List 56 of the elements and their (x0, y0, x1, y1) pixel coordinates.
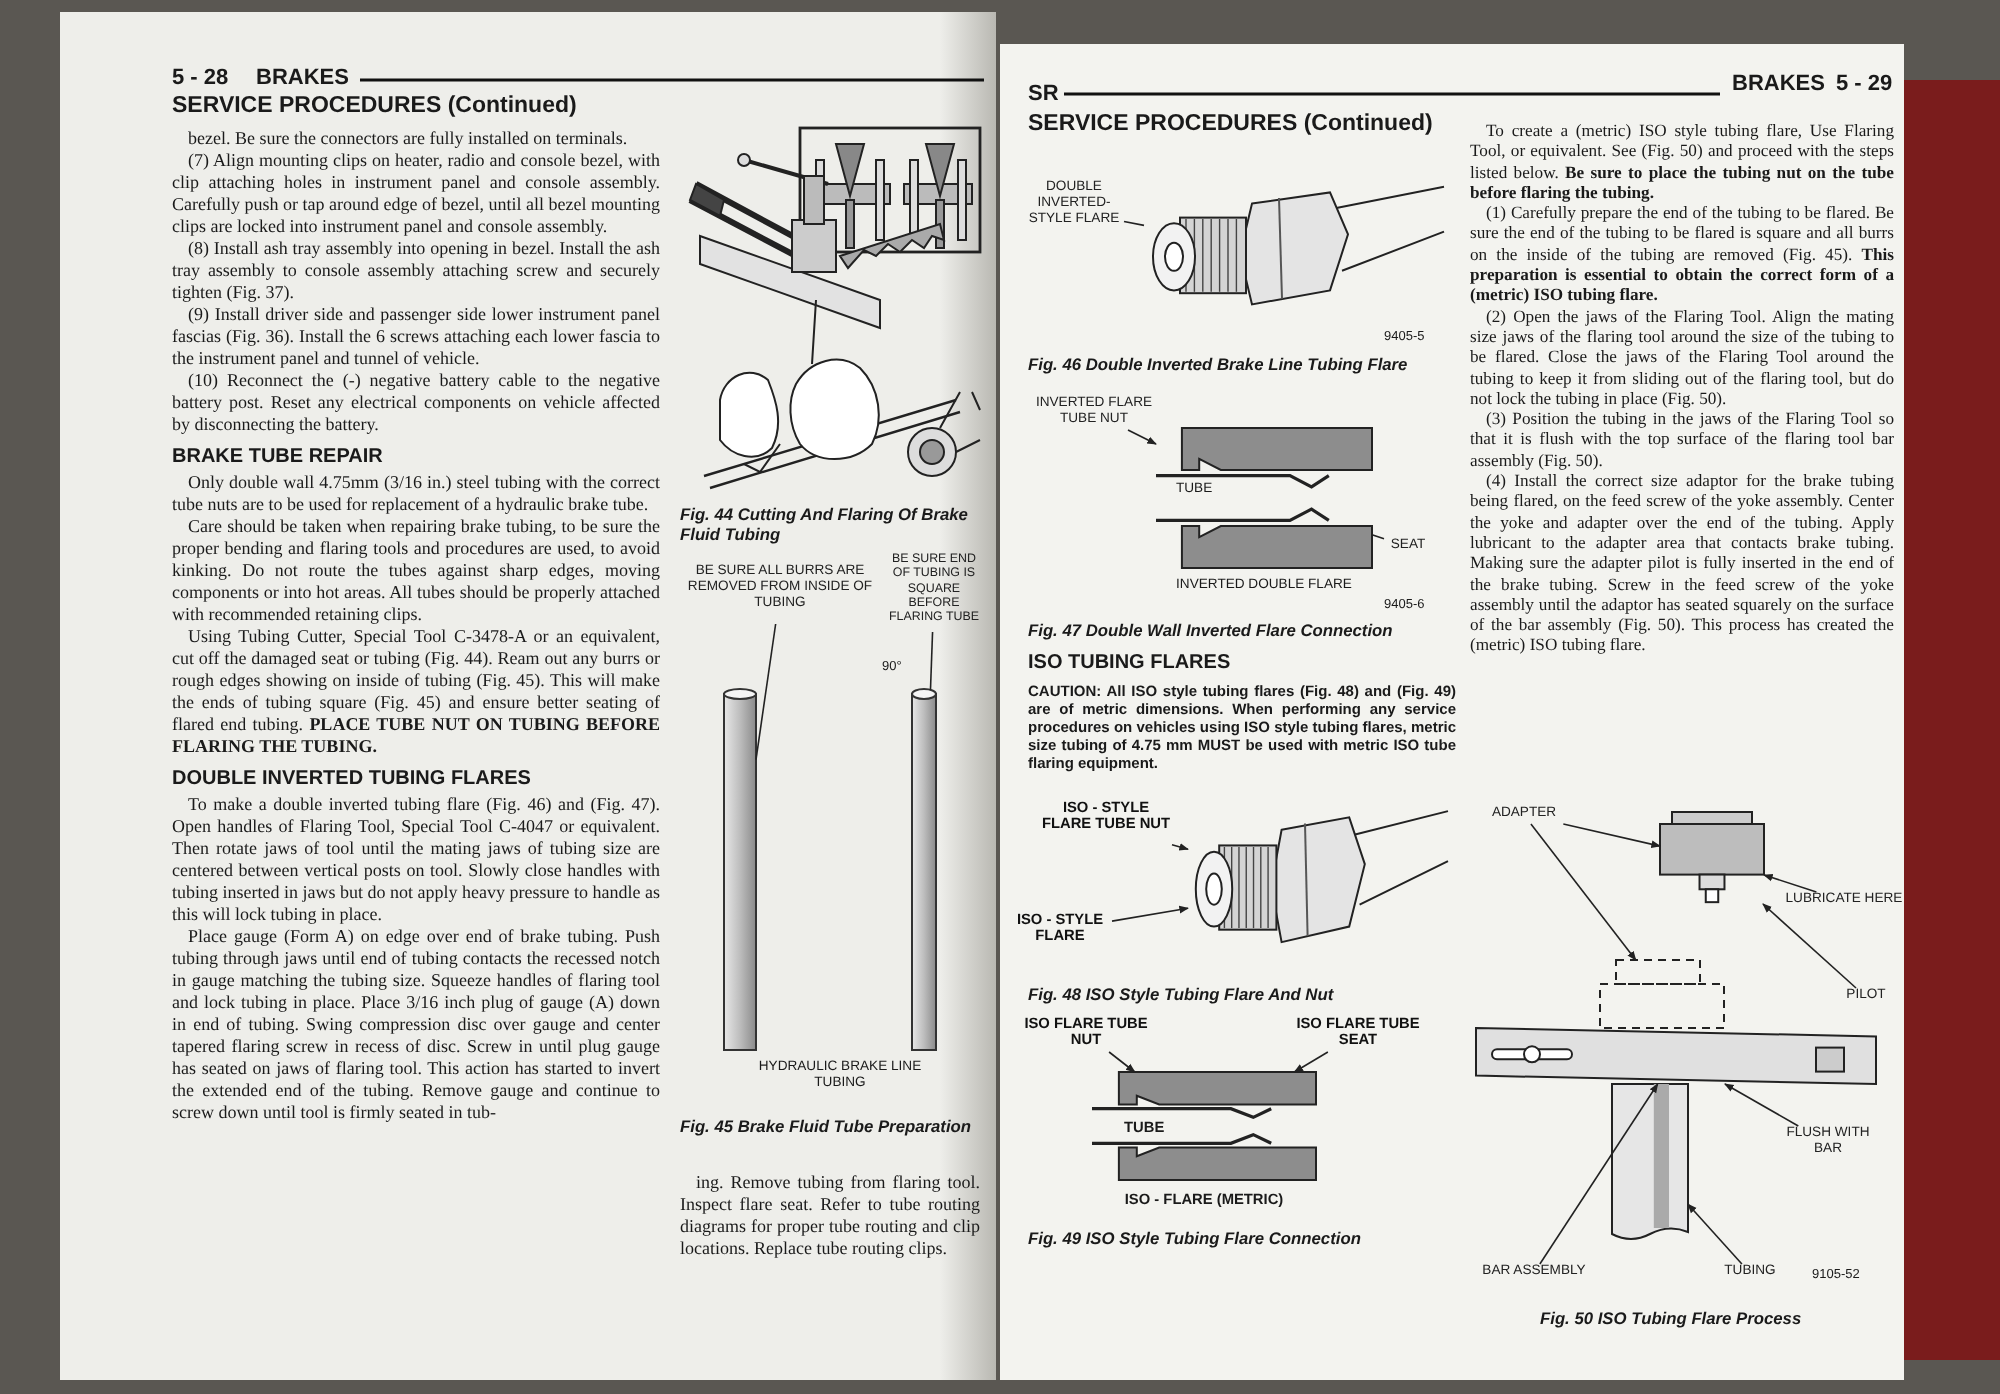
paragraph: To make a double inverted tubing flare (Fig. 46) and (Fig. 47). Open handles of Flaring Tool, Special Tool C-4047 or equivalent. Then rotate jaws of tool until the mating jaws of tubing size are centered between vertical posts on tool. Slowly close handles with tubing inserted in jaws but do not apply heavy pressure to handle as this will lock tubing in place. (172, 794, 660, 926)
paragraph: Care should be taken when repairing brake tubing, to be sure the proper bending and flaring tools and procedures are used, to avoid kinking. Do not route the tubes against sharp edges, moving components or into hot areas. All tubes should be properly attached with recommended retaining clips. (172, 516, 660, 626)
leader-line (1123, 220, 1145, 227)
adapter-outline (1600, 960, 1724, 1028)
paragraph: (10) Reconnect the (-) negative battery cable to the negative battery post. Reset any electrical components on vehicle affected by disconnecting the battery. (172, 370, 660, 436)
figure-caption: Fig. 46 Double Inverted Brake Line Tubing Flare (1028, 354, 1410, 374)
leader-arrow (1171, 843, 1189, 851)
leader-arrow (1293, 1051, 1329, 1073)
figure-caption: Fig. 49 ISO Style Tubing Flare Connection (1028, 1228, 1363, 1248)
figure-caption: Fig. 44 Cutting And Flaring Of Brake Fluid Tubing (680, 504, 970, 544)
figure-caption: Fig. 45 Brake Fluid Tube Preparation (680, 1116, 974, 1136)
paragraph: (8) Install ash tray assembly into opening in bezel. Install the ash tray assembly to console assembly attaching screw and securely tighten (Fig. 37). (172, 238, 660, 304)
heading: DOUBLE INVERTED TUBING FLARES (172, 768, 533, 790)
paragraph: bezel. Be sure the connectors are fully installed on terminals. (186, 128, 630, 150)
leader-line (1371, 533, 1385, 540)
chapter-title: BRAKES (1732, 72, 1825, 96)
figure-caption: Fig. 50 ISO Tubing Flare Process (1540, 1308, 1804, 1328)
page-code: SR (1028, 82, 1059, 106)
paragraph: (4) Install the correct size adaptor for the brake tubing being flared, on the feed screw of the yoke assembly. Center the yoke and adapter over the end of the tubing. Apply lubricant to the adapter area that contacts brake tubing. Making sure the adapter pilot is fully inserted in the end of the brake tubing. Screw in the feed screw of the yoke assembly until the adaptor has seated squarely on the surface of the bar assembly (Fig. 50). This process has created the (metric) ISO tubing flare. (1470, 470, 1894, 656)
leader-arrow (1539, 1083, 1659, 1265)
tubing-drawing (1612, 1084, 1688, 1240)
paragraph: (3) Position the tubing in the jaws of the Flaring Tool so that it is flush with the top surface of the flaring tool bar assembly (Fig. 50). (1470, 408, 1894, 471)
flare-section-drawing (1092, 1072, 1316, 1180)
leader-arrow (1127, 429, 1157, 445)
figure-caption: Fig. 48 ISO Style Tubing Flare And Nut (1028, 984, 1336, 1004)
page-number: 5 - 28 (172, 66, 229, 90)
leader-arrow (1687, 1203, 1743, 1265)
leader-line (929, 631, 934, 691)
paragraph: Only double wall 4.75mm (3/16 in.) steel tubing with the correct tube nuts are to be used for replacement of a hydraulic brake tube. (172, 472, 660, 516)
tube-drawing (912, 690, 936, 1050)
leader-arrow (1530, 823, 1637, 961)
paragraph: (7) Align mounting clips on heater, radio and console bezel, with clip attaching holes in instrument panel and console assembly. Carefully push or tap around edge of bezel, until all bezel mounting clips are locked into instrument panel and console assembly. (172, 150, 660, 238)
paragraph: ing. Remove tubing from flaring tool. Inspect flare seat. Refer to tube routing diagrams for proper tube routing and clip locations. Replace tube routing clips. (680, 1172, 980, 1260)
figure-caption: Fig. 47 Double Wall Inverted Flare Connection (1028, 620, 1395, 640)
leader-arrow (1763, 873, 1818, 893)
paragraph: Place gauge (Form A) on edge over end of brake tubing. Push tubing through jaws until end of tubing contacts the recessed notch in gauge matching the tubing size. Squeeze handles of flaring tool and lock tubing in place. Place 3/16 inch plug of gauge (A) down in end of tubing. Swing compression disc over gauge and center tapered flaring screw in recess of disc. Screw in until plug gauge has seated on jaws of flaring tool. This action has started to invert the extended end of the tubing. Remove gauge and continue to screw down until tool is firmly seated in tub- (172, 926, 660, 1124)
leader-arrow (1108, 1051, 1136, 1073)
flare-section-drawing (1156, 428, 1372, 568)
paragraph: To create a (metric) ISO style tubing flare, Use Flaring Tool, or equivalent. See (Fig. 50) and proceed with the steps listed below. Be sure to place the tubing nut on the tube before flaring the tubing. (1470, 120, 1894, 203)
leader-line (755, 623, 777, 761)
paragraph: (1) Carefully prepare the end of the tubing to be flared. Be sure the end of the tubing to be flared is square and all burrs on the inside of the tubing are removed (Fig. 45). This preparation is essential to obtain the correct form of a (metric) ISO tubing flare. (1470, 202, 1894, 306)
paragraph: (2) Open the jaws of the Flaring Tool. Align the mating size jaws of the flaring tool around the size of the tubing to be flared. Close the jaws of the Flaring Tool around the tubing to keep it from sliding out of the flaring tool, but do not lock the tubing in place (Fig. 50). (1470, 305, 1894, 409)
page-number: 5 - 29 (1836, 72, 1893, 96)
heading: BRAKE TUBE REPAIR (172, 446, 385, 468)
chapter-title: BRAKES (256, 66, 349, 90)
leader-arrow (1111, 905, 1189, 922)
leader-arrow (1762, 903, 1857, 989)
paragraph: Using Tubing Cutter, Special Tool C-3478-A or an equivalent, cut off the damaged seat or tubing (Fig. 44). Ream out any burrs or rough edges showing on inside of tubing (Fig. 45). This will make the ends of tubing square (Fig. 45) and ensure better seating of flared end tubing. PLACE TUBE NUT ON TUBING BEFORE FLARING THE TUBING. (172, 626, 660, 758)
tube-drawing (724, 690, 756, 1050)
bar-assembly-drawing (1476, 1028, 1876, 1084)
section-title: SERVICE PROCEDURES (Continued) (172, 94, 577, 118)
leader-arrow (1562, 823, 1661, 848)
heading: ISO TUBING FLARES (1028, 652, 1231, 674)
leader-arrow (1724, 1083, 1800, 1127)
paragraph: (9) Install driver side and passenger side lower instrument panel fascias (Fig. 36). Install the 6 screws attaching each lower fascia to the instrument panel and tunnel of vehicle. (172, 304, 660, 370)
adapter-drawing (1660, 812, 1764, 904)
